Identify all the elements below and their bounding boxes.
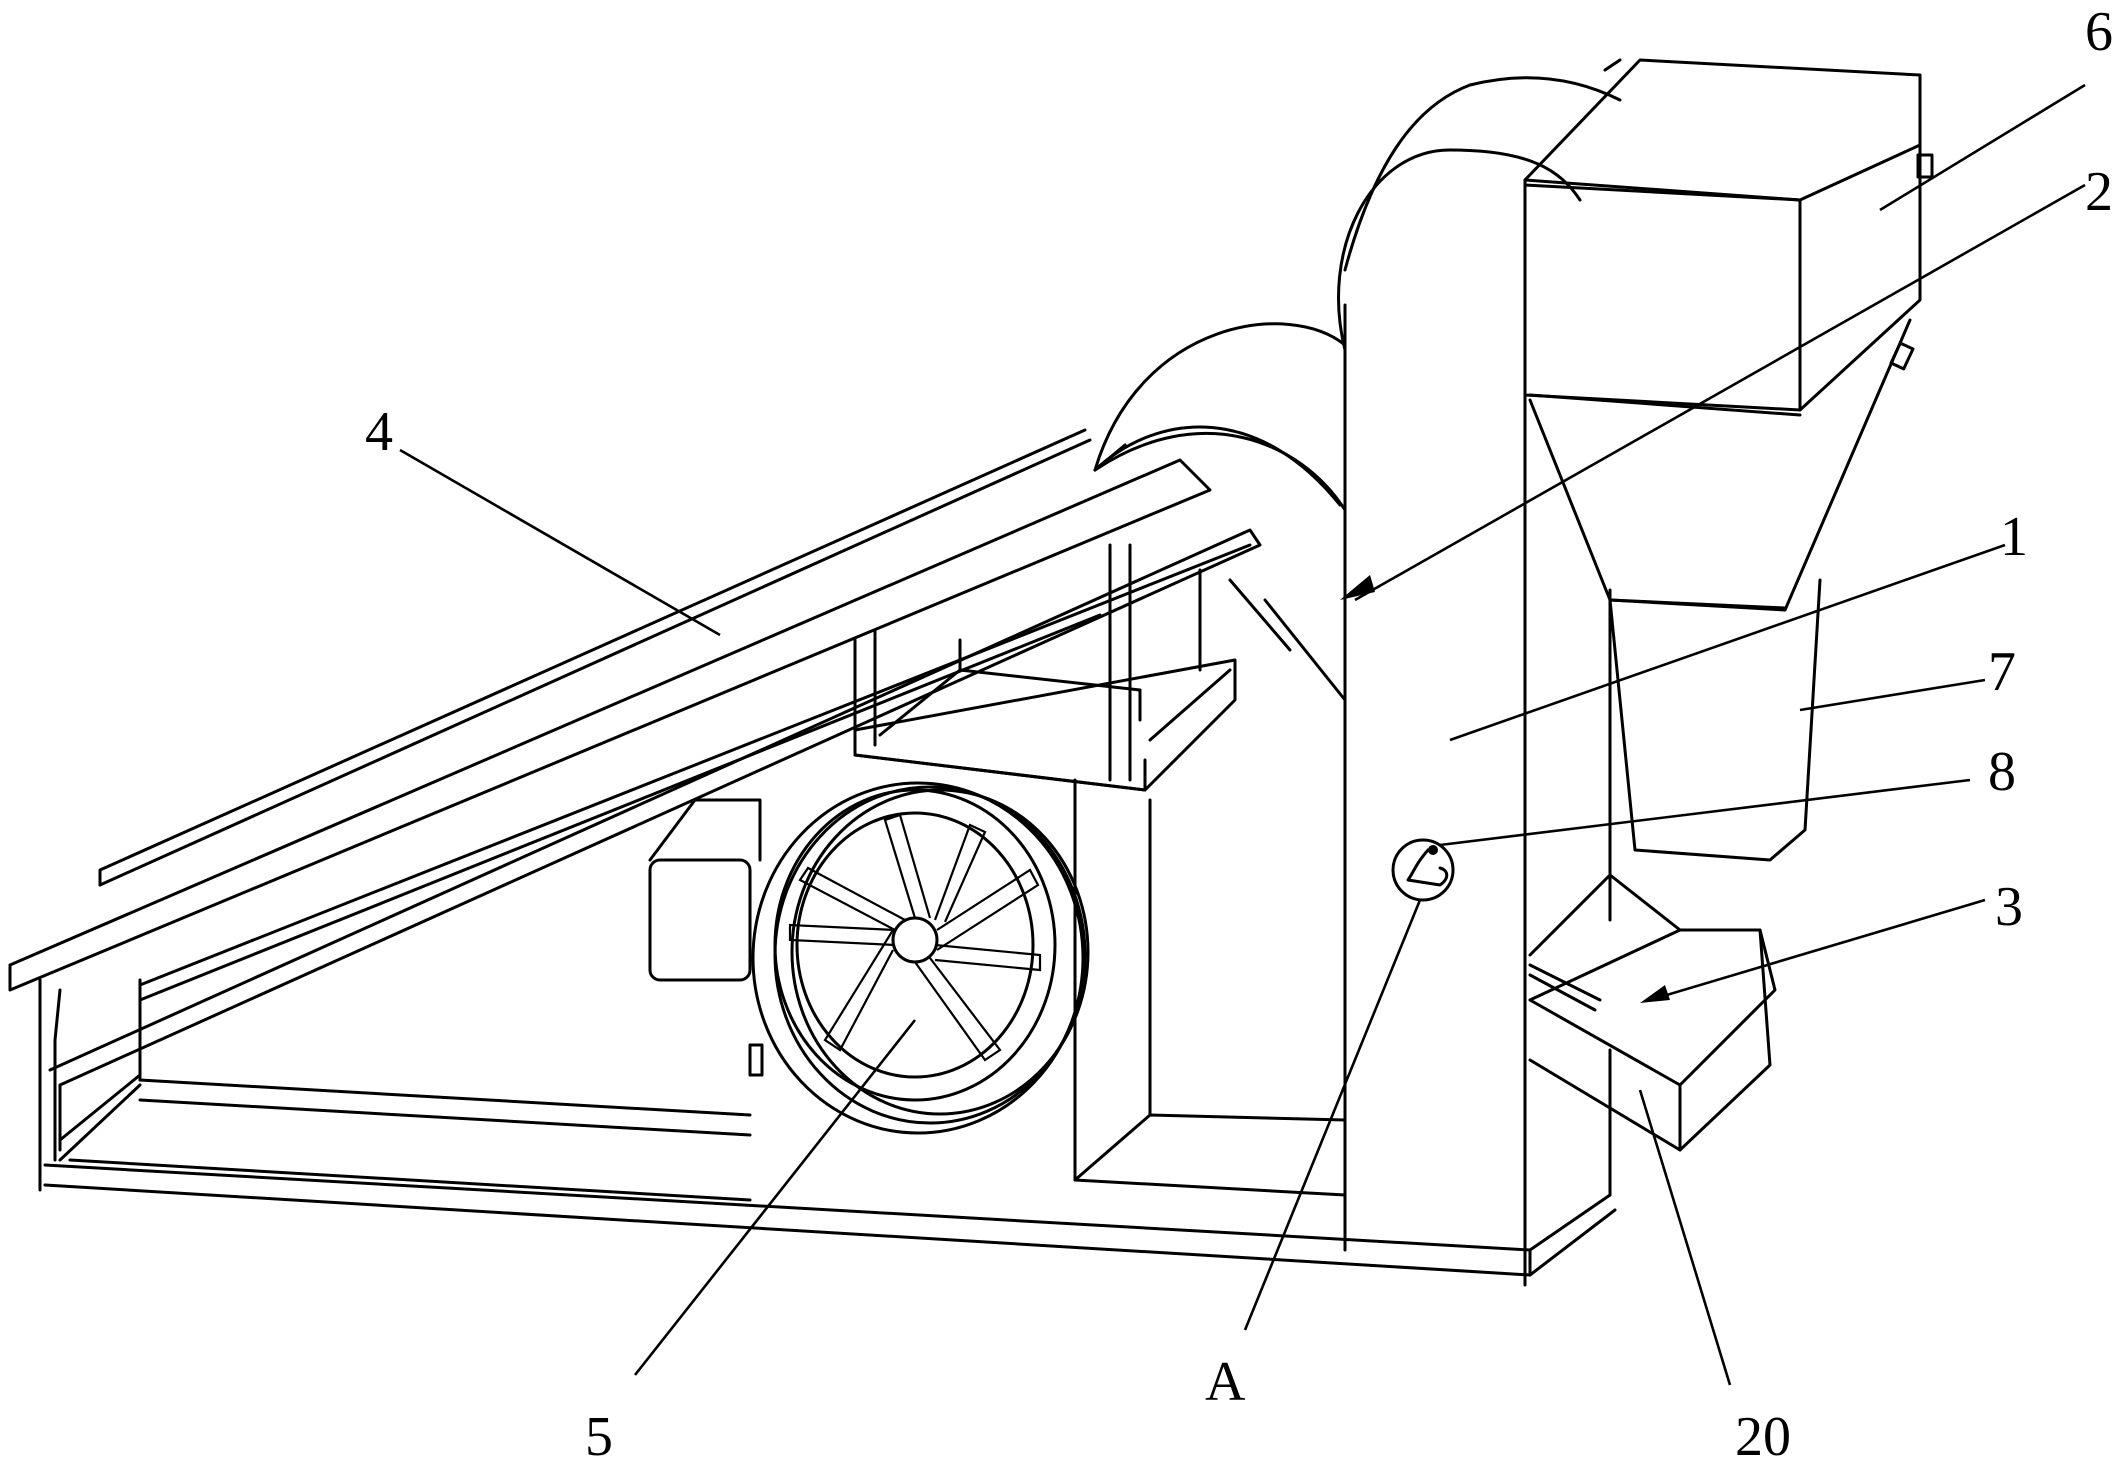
main-housing	[1075, 78, 1620, 1285]
label-20: 20	[1735, 1406, 1791, 1466]
label-7: 7	[1988, 641, 2016, 703]
sight-window	[1393, 840, 1453, 900]
label-A: A	[1205, 1351, 1246, 1413]
label-1: 1	[2000, 506, 2028, 568]
label-3: 3	[1995, 876, 2023, 938]
discharge-hopper	[1530, 320, 1910, 860]
label-4: 4	[365, 401, 393, 463]
label-8: 8	[1988, 741, 2016, 803]
pulley-wheel	[753, 783, 1088, 1133]
collection-box	[1525, 60, 1932, 415]
label-6: 6	[2085, 1, 2113, 63]
inclined-conveyor	[10, 430, 1260, 1150]
base-frame	[40, 980, 1615, 1275]
motor	[650, 800, 762, 1075]
outlet-chute	[1530, 875, 1775, 1150]
label-5: 5	[585, 1406, 613, 1466]
label-2: 2	[2085, 161, 2113, 223]
